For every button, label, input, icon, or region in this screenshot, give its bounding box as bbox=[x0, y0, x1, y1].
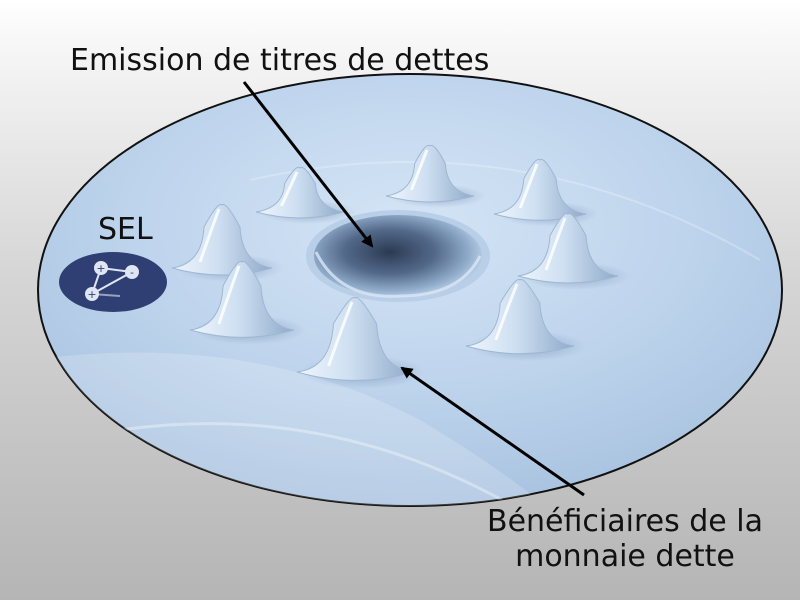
cone-highlight bbox=[494, 283, 519, 341]
beneficiaries-label: Bénéficiaires de la monnaie dette bbox=[455, 504, 795, 574]
badge-node-symbol: + bbox=[96, 262, 105, 275]
cone-highlight bbox=[544, 217, 567, 271]
badge-node-symbol: - bbox=[130, 266, 134, 279]
central-hole bbox=[306, 210, 490, 302]
cone-highlight bbox=[518, 163, 539, 209]
sel-label: SEL bbox=[98, 212, 153, 247]
arrow-to-hole bbox=[242, 81, 374, 248]
beneficiaries-label-line2: monnaie dette bbox=[515, 538, 735, 574]
cone-peak bbox=[255, 166, 345, 219]
cone-peak bbox=[296, 297, 414, 381]
cone-peak bbox=[385, 144, 475, 203]
cone-peak bbox=[465, 278, 575, 355]
cone-highlight bbox=[409, 149, 429, 191]
badge-node-symbol: + bbox=[87, 288, 96, 301]
debt-issuance-label: Emission de titres de dettes bbox=[70, 43, 490, 78]
cone-highlight bbox=[198, 208, 221, 263]
cone-peak bbox=[189, 260, 295, 338]
cone-highlight bbox=[279, 171, 299, 207]
cone-highlight bbox=[327, 301, 354, 367]
cones-group bbox=[171, 144, 630, 389]
arrow-to-cone bbox=[400, 366, 585, 497]
cone-peak bbox=[517, 212, 619, 284]
sel-network-badge-icon: + - + bbox=[59, 252, 167, 312]
cone-highlight bbox=[217, 265, 241, 325]
beneficiaries-label-line1: Bénéficiaires de la bbox=[486, 504, 763, 539]
